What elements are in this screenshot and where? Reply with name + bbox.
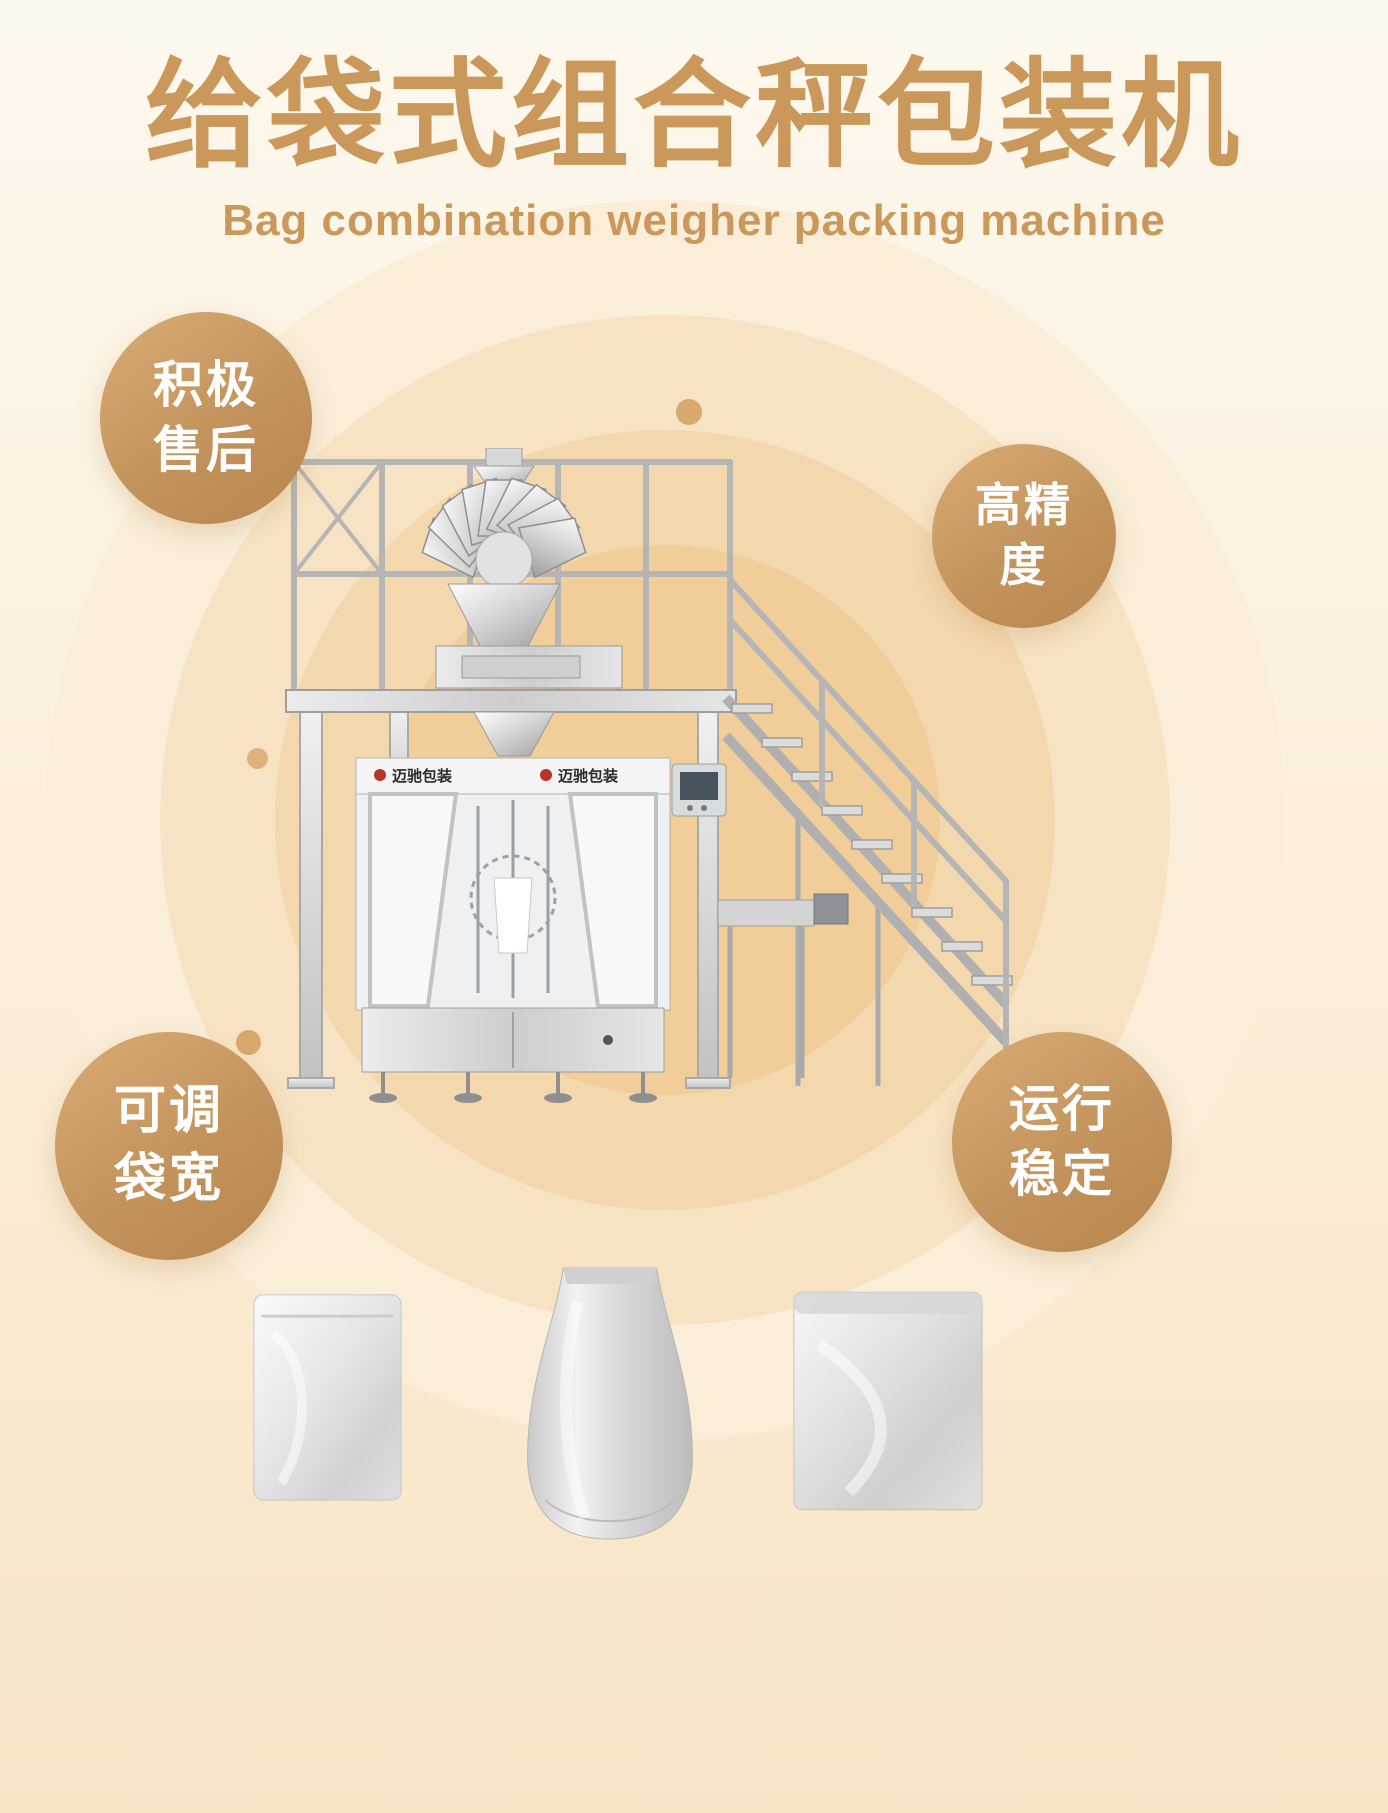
badge-high-precision: 高精 度 [932, 444, 1116, 628]
badge-stable-operation: 运行 稳定 [952, 1032, 1172, 1252]
packing-machine-cabinet: 迈驰包装 迈驰包装 [355, 757, 671, 1103]
machine-brand-right: 迈驰包装 [558, 767, 619, 785]
sample-bag-stand-up-pouch [527, 1267, 693, 1540]
control-panel [671, 763, 727, 817]
badge-high-precision-line2: 度 [999, 539, 1049, 591]
badge-after-sales: 积极 售后 [100, 312, 312, 524]
header: 给袋式组合秤包装机 Bag combination weigher packin… [0, 50, 1388, 246]
machine-illustration: 迈驰包装 迈驰包装 [285, 448, 1024, 1103]
sample-bag-flat-pouch [253, 1294, 402, 1501]
decorative-dot [247, 748, 268, 769]
badge-high-precision-line1: 高精 [975, 479, 1073, 532]
decorative-dot [676, 399, 702, 425]
badge-after-sales-line2: 售后 [153, 422, 259, 478]
badge-stable-operation-line1: 运行 [1009, 1081, 1115, 1137]
decorative-dot [236, 1030, 261, 1055]
machine-brand-left: 迈驰包装 [392, 767, 453, 785]
staircase [722, 577, 1024, 1093]
badge-adjustable-bag-width-line1: 可调 [113, 1082, 224, 1141]
output-conveyor [717, 893, 849, 1078]
badge-stable-operation-line2: 稳定 [1009, 1146, 1115, 1202]
badge-adjustable-bag-width-line2: 袋宽 [113, 1150, 224, 1208]
page-title: 给袋式组合秤包装机 [144, 50, 1243, 182]
badge-after-sales-line1: 积极 [153, 357, 259, 413]
sample-bag-flat-sachet [793, 1291, 983, 1511]
page-subtitle: Bag combination weigher packing machine [222, 195, 1166, 245]
badge-adjustable-bag-width: 可调 袋宽 [55, 1032, 283, 1260]
platform-deck [285, 689, 737, 713]
multihead-weigher [421, 448, 623, 757]
